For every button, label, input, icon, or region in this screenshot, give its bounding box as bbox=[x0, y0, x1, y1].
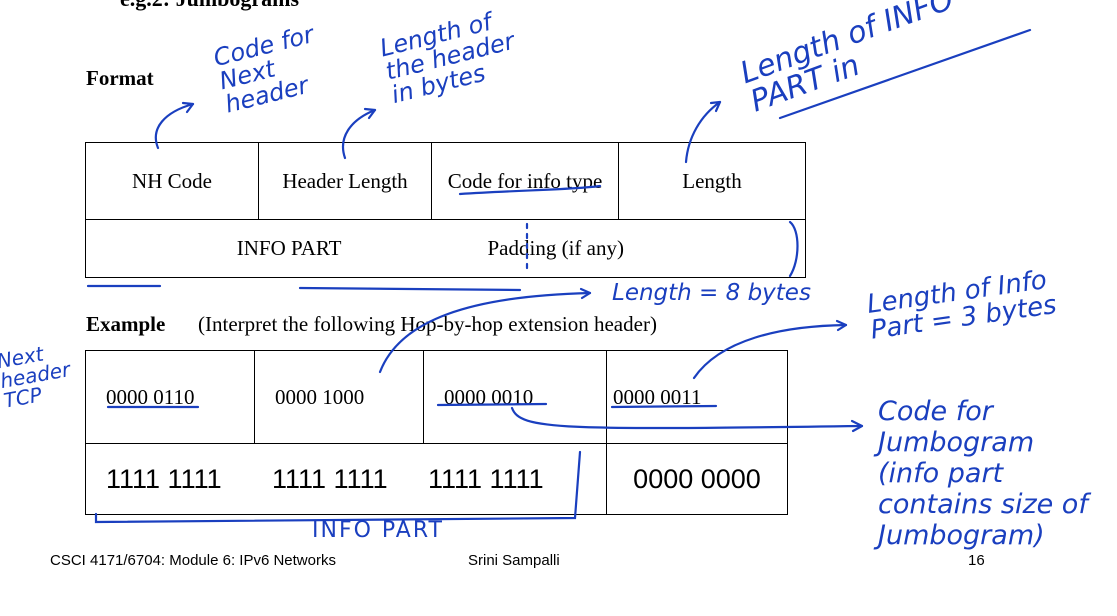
example-cell-1: 0000 0110 bbox=[85, 350, 255, 444]
format-cell-length: Length bbox=[618, 142, 806, 220]
arrow-head bbox=[363, 107, 377, 120]
bracket-info-part bbox=[94, 450, 582, 524]
arrow-head bbox=[181, 101, 195, 114]
note-code-jumbogram: Code for Jumbogram (info part contains s… bbox=[878, 396, 1088, 552]
example-row-body: 1111 1111 1111 1111 1111 1111 0000 0000 bbox=[85, 443, 788, 515]
example-heading: Example bbox=[86, 312, 166, 336]
note-length-8-bytes: Length = 8 bytes bbox=[612, 280, 811, 306]
arrow-nh-code bbox=[154, 102, 195, 150]
arrow-length bbox=[684, 100, 722, 164]
arrow-head bbox=[835, 319, 848, 332]
format-cell-padding: Padding (if any) bbox=[431, 219, 806, 278]
note-info-part: INFO PART bbox=[312, 518, 444, 543]
format-table: NH Code Header Length Code for info type… bbox=[85, 142, 806, 278]
example-info-part: 1111 1111 1111 1111 1111 1111 bbox=[85, 443, 607, 515]
example-info-byte: 1111 1111 bbox=[272, 463, 388, 494]
footer-course: CSCI 4171/6704: Module 6: IPv6 Networks bbox=[50, 552, 336, 569]
arrow-head bbox=[709, 100, 722, 113]
format-cell-info-part: INFO PART bbox=[85, 219, 432, 278]
example-cell-2: 0000 1000 bbox=[254, 350, 424, 444]
footer-page-number: 16 bbox=[968, 552, 985, 569]
example-value: 0000 0011 bbox=[613, 384, 702, 409]
note-next-header-tcp: Next header TCP bbox=[0, 341, 72, 413]
arrow-length-8 bbox=[378, 291, 592, 374]
underline-top-right bbox=[778, 28, 1032, 120]
arrow-jumbogram bbox=[510, 406, 864, 430]
format-row-body: INFO PART Padding (if any) bbox=[85, 219, 806, 278]
arrow-info-length bbox=[692, 323, 848, 380]
format-heading: Format bbox=[86, 66, 154, 90]
arrow-header-length bbox=[341, 108, 377, 160]
underline-info-type bbox=[458, 184, 602, 196]
format-row-fields: NH Code Header Length Code for info type… bbox=[85, 142, 806, 220]
example-info-byte: 1111 1111 bbox=[106, 463, 222, 494]
footer-author: Srini Sampalli bbox=[468, 552, 560, 569]
example-value: 0000 1000 bbox=[275, 384, 365, 409]
arrow-head bbox=[579, 287, 592, 300]
example-info-byte: 1111 1111 bbox=[428, 463, 544, 494]
example-value: 0000 0110 bbox=[106, 384, 195, 409]
slide-top-heading: e.g.2: Jumbograms bbox=[120, 0, 299, 12]
arrow-head bbox=[850, 419, 864, 433]
example-padding: 0000 0000 bbox=[606, 443, 788, 515]
